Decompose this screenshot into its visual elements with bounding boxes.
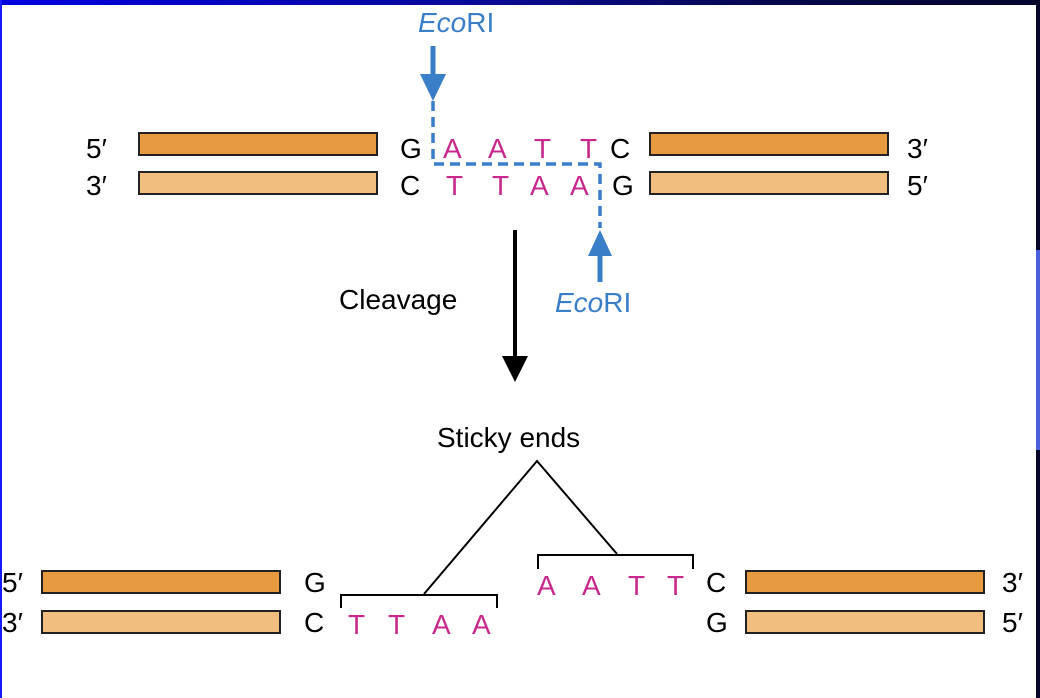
- strand-bottom-right: [649, 171, 889, 195]
- site-bottom-base: T: [492, 170, 509, 201]
- overhang-left-base: T: [348, 609, 365, 640]
- frag-right-base-bottom: G: [706, 607, 728, 638]
- enzyme-label-bottom: EcoRI: [555, 287, 631, 318]
- frag-right-end-bottom: 5′: [1002, 607, 1023, 638]
- site-top-base: A: [488, 133, 507, 164]
- slide-frame-top: [0, 0, 1040, 5]
- site-top-base: A: [443, 133, 462, 164]
- frag-right-strand-bottom: [745, 610, 985, 634]
- overhang-right-base: A: [582, 570, 601, 601]
- cleavage-cut-line: [431, 101, 602, 228]
- enzyme-label-top: EcoRI: [418, 7, 494, 38]
- site-bottom-base: A: [530, 170, 549, 201]
- frag-left-strand-bottom: [41, 610, 281, 634]
- frag-left-end-top: 5′: [2, 567, 23, 598]
- site-bottom-base: T: [446, 170, 463, 201]
- overhang-right-base: T: [667, 570, 684, 601]
- sticky-ends-label: Sticky ends: [437, 422, 580, 453]
- overhang-bracket-left: [340, 594, 498, 608]
- slide-frame-accent: [1036, 250, 1040, 450]
- frag-left-end-bottom: 3′: [2, 607, 23, 638]
- overhang-left-base: T: [388, 609, 405, 640]
- overhang-right-base: A: [537, 570, 556, 601]
- end-label-right-bottom: 5′: [907, 170, 928, 201]
- base-left-bottom: C: [400, 170, 420, 201]
- site-bottom-base: A: [570, 170, 589, 201]
- sticky-ends-pointer: [423, 459, 618, 595]
- base-left-top: G: [400, 133, 422, 164]
- cleavage-label: Cleavage: [339, 284, 457, 315]
- frag-left-base-bottom: C: [304, 607, 324, 638]
- overhang-bracket-right: [537, 554, 694, 569]
- frag-right-strand-top: [745, 570, 985, 594]
- enzyme-arrow-up-icon: [588, 230, 612, 282]
- overhang-left-base: A: [472, 609, 491, 640]
- strand-top-right: [649, 132, 889, 156]
- strand-bottom-left: [138, 171, 378, 195]
- overhang-right-base: T: [628, 570, 645, 601]
- site-top-base: T: [534, 133, 551, 164]
- overhang-left-base: A: [432, 609, 451, 640]
- enzyme-arrow-down-icon: [420, 46, 446, 101]
- frag-left-base-top: G: [304, 567, 326, 598]
- end-label-left-bottom: 3′: [86, 170, 107, 201]
- site-top-base: T: [580, 133, 597, 164]
- strand-top-left: [138, 132, 378, 156]
- slide-frame-left: [0, 0, 2, 698]
- process-arrow-down-icon: [502, 230, 528, 382]
- end-label-left-top: 5′: [86, 133, 107, 164]
- base-right-bottom: G: [612, 170, 634, 201]
- frag-right-end-top: 3′: [1002, 567, 1023, 598]
- frag-right-base-top: C: [706, 567, 726, 598]
- frag-left-strand-top: [41, 570, 281, 594]
- end-label-right-top: 3′: [907, 133, 928, 164]
- base-right-top: C: [610, 133, 630, 164]
